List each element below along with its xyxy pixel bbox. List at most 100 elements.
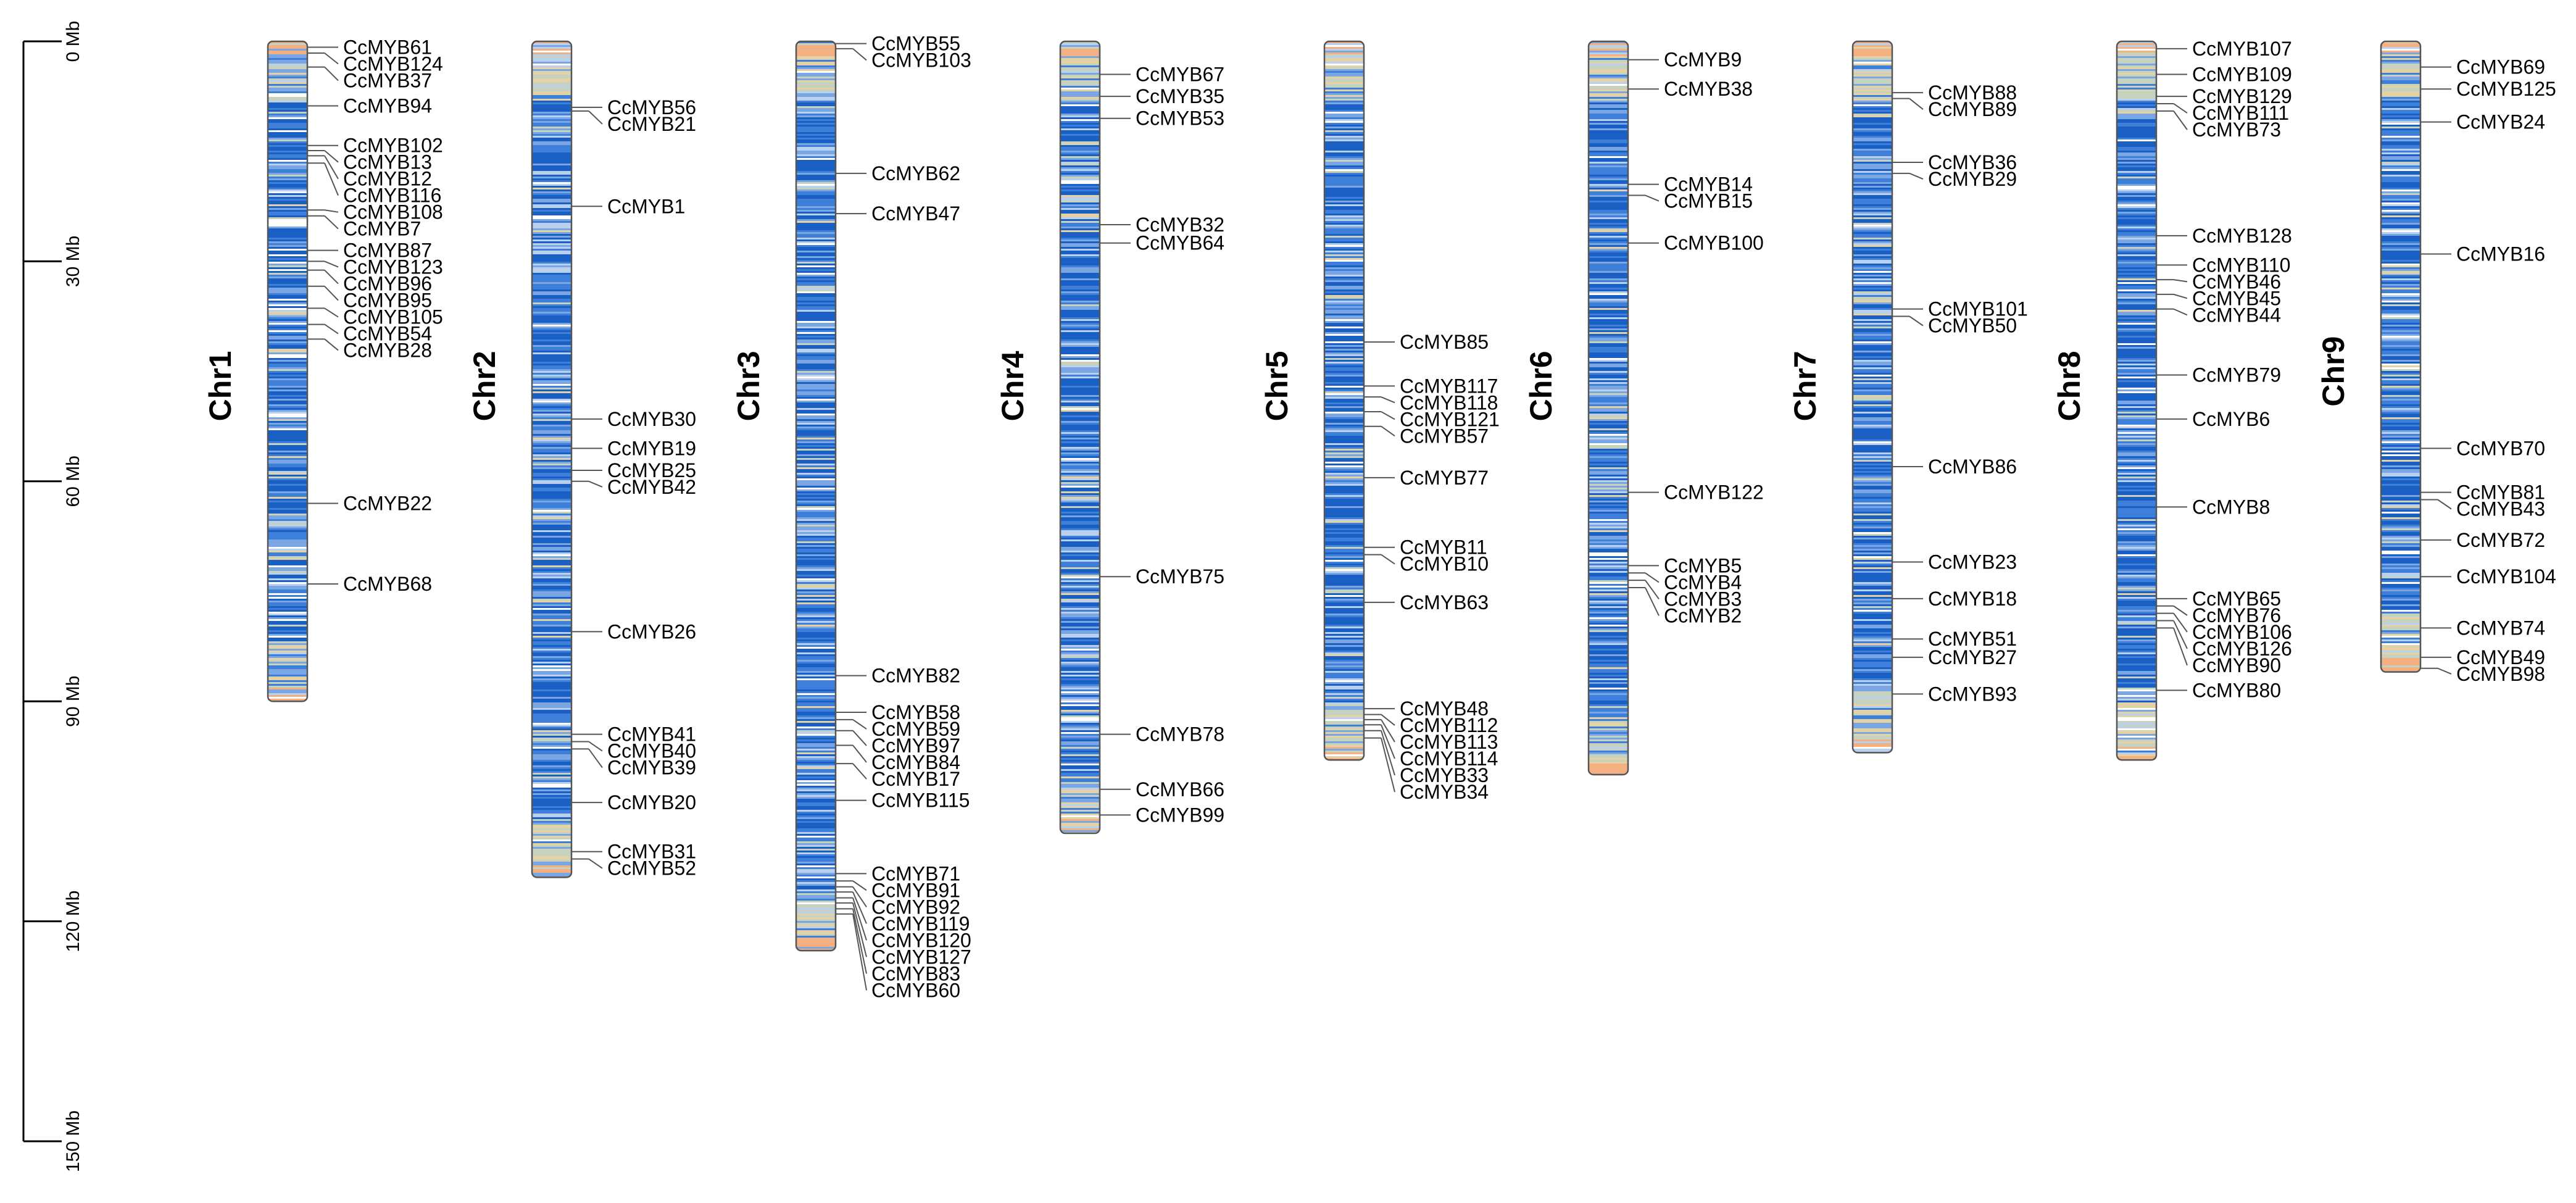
gene-label: CcMYB35 (1136, 85, 1224, 107)
gene-label: CcMYB40 (607, 740, 696, 762)
gene-leader-line (852, 902, 867, 957)
gene-label: CcMYB128 (2192, 225, 2292, 247)
gene-marker: CcMYB109 (2156, 63, 2292, 85)
gene-label: CcMYB83 (871, 962, 960, 984)
gene-label: CcMYB113 (1400, 731, 1498, 753)
chromosome-name: Chr4 (995, 351, 1030, 421)
chromosome-name: Chr8 (2052, 351, 2087, 421)
gene-marker: CcMYB95 (307, 285, 432, 312)
gene-label: CcMYB121 (1400, 408, 1500, 430)
gene-leader-line (324, 338, 339, 351)
gene-marker: CcMYB44 (2156, 304, 2281, 326)
gene-label: CcMYB71 (871, 862, 960, 885)
gene-marker: CcMYB69 (2420, 56, 2545, 78)
gene-label: CcMYB48 (1400, 697, 1489, 720)
gene-marker: CcMYB102 (307, 135, 443, 157)
gene-marker: CcMYB98 (2420, 663, 2545, 685)
gene-marker: CcMYB80 (2156, 679, 2281, 701)
gene-marker: CcMYB21 (571, 110, 696, 135)
chromosome-name: Chr1 (203, 351, 238, 421)
gene-marker: CcMYB5 (1628, 554, 1742, 577)
gene-label: CcMYB62 (871, 162, 960, 185)
gene-label: CcMYB87 (343, 239, 432, 262)
scale-tick-label: 60 Mb (63, 456, 83, 507)
gene-marker: CcMYB22 (307, 492, 432, 514)
gene-marker: CcMYB112 (1364, 714, 1498, 736)
gene-label: CcMYB5 (1664, 554, 1742, 577)
gene-label: CcMYB33 (1400, 764, 1489, 786)
gene-leader-line (1381, 714, 1395, 726)
gene-label: CcMYB100 (1664, 232, 1764, 254)
gene-marker: CcMYB36 (1892, 151, 2017, 173)
gene-label: CcMYB118 (1400, 391, 1498, 414)
chromosome-chr7: Chr7CcMYB88CcMYB89CcMYB36CcMYB29CcMYB101… (1788, 40, 2028, 754)
gene-marker: CcMYB23 (1892, 551, 2017, 573)
density-stripes (796, 41, 836, 951)
gene-leader-line (1381, 738, 1395, 793)
scale-tick-label: 30 Mb (63, 236, 83, 287)
gene-label: CcMYB127 (871, 946, 971, 968)
density-stripes (1324, 41, 1364, 760)
gene-marker: CcMYB111 (2156, 102, 2289, 124)
scale-tick-label: 120 Mb (63, 891, 83, 952)
gene-label: CcMYB6 (2192, 408, 2270, 430)
chromosome-outline (795, 40, 837, 952)
gene-label: CcMYB1 (607, 195, 685, 217)
gene-marker: CcMYB15 (1628, 190, 1753, 212)
gene-marker: CcMYB74 (2420, 617, 2545, 639)
gene-marker: CcMYB124 (307, 52, 443, 75)
chromosome-chr1: Chr1CcMYB61CcMYB124CcMYB37CcMYB94CcMYB10… (203, 36, 443, 702)
chromosome-chr4: Chr4CcMYB67CcMYB35CcMYB53CcMYB32CcMYB64C… (995, 40, 1224, 835)
gene-marker: CcMYB42 (571, 476, 696, 498)
gene-label: CcMYB106 (2192, 621, 2292, 643)
gene-marker: CcMYB6 (2156, 408, 2270, 430)
chromosome-outline (2380, 40, 2422, 673)
gene-label: CcMYB25 (607, 459, 696, 481)
gene-label: CcMYB28 (343, 339, 432, 362)
gene-label: CcMYB24 (2456, 111, 2545, 133)
gene-label: CcMYB60 (871, 979, 960, 1001)
gene-leader-line (2173, 613, 2188, 633)
gene-marker: CcMYB66 (1100, 778, 1224, 801)
gene-marker: CcMYB8 (2156, 496, 2270, 518)
gene-leader-line (588, 480, 603, 488)
gene-leader-line (2173, 308, 2188, 316)
gene-leader-line (852, 914, 867, 991)
gene-leader-line (324, 269, 339, 285)
gene-label: CcMYB36 (1928, 151, 2017, 173)
gene-label: CcMYB86 (1928, 456, 2017, 478)
chromosome-outline (1587, 40, 1629, 776)
gene-marker: CcMYB107 (2156, 38, 2292, 60)
gene-marker: CcMYB47 (836, 202, 960, 225)
gene-label: CcMYB20 (607, 791, 696, 814)
gene-label: CcMYB46 (2192, 270, 2281, 293)
gene-label: CcMYB108 (343, 201, 443, 223)
gene-marker: CcMYB68 (307, 573, 432, 595)
gene-marker: CcMYB115 (836, 789, 970, 812)
gene-leader-line (324, 209, 339, 213)
gene-label: CcMYB96 (343, 273, 432, 295)
gene-label: CcMYB37 (343, 70, 432, 92)
gene-marker: CcMYB31 (571, 841, 696, 863)
gene-label: CcMYB105 (343, 306, 443, 328)
gene-marker: CcMYB4 (1628, 571, 1742, 593)
gene-marker: CcMYB84 (836, 744, 960, 773)
gene-marker: CcMYB71 (836, 862, 960, 885)
gene-marker: CcMYB58 (836, 701, 960, 723)
gene-marker: CcMYB126 (2156, 620, 2292, 660)
gene-label: CcMYB17 (871, 768, 960, 790)
gene-label: CcMYB110 (2192, 254, 2290, 276)
gene-leader-line (1381, 554, 1395, 565)
chromosome-outline (1059, 40, 1101, 835)
gene-label: CcMYB70 (2456, 437, 2545, 459)
gene-marker: CcMYB75 (1100, 565, 1224, 588)
chromosome-outline (267, 40, 309, 702)
gene-leader-line (324, 162, 339, 196)
gene-marker: CcMYB17 (836, 763, 960, 790)
chromosome-chr2: Chr2CcMYB56CcMYB21CcMYB1CcMYB30CcMYB19Cc… (467, 40, 696, 880)
gene-marker: CcMYB46 (2156, 270, 2281, 293)
gene-label: CcMYB65 (2192, 588, 2281, 610)
gene-label: CcMYB85 (1400, 331, 1489, 353)
gene-marker: CcMYB116 (307, 162, 441, 207)
